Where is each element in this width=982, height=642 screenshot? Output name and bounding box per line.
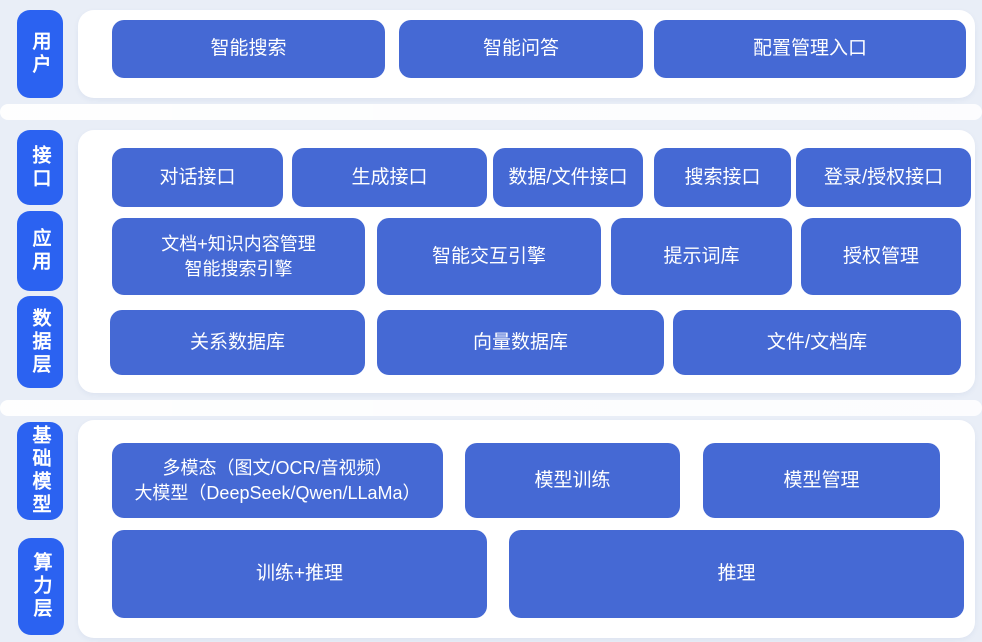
layer-label-application: 应用 (17, 211, 63, 291)
node-intelligent-interaction-engine: 智能交互引擎 (377, 218, 601, 295)
node-label-line1: 文档+知识内容管理 (161, 234, 316, 255)
node-intelligent-qa: 智能问答 (399, 20, 643, 78)
node-generation-api: 生成接口 (292, 148, 487, 207)
node-multimodal-large-model: 多模态（图文/OCR/音视频） 大模型（DeepSeek/Qwen/LLaMa） (112, 443, 443, 518)
node-prompt-library: 提示词库 (611, 218, 792, 295)
node-file-document-store: 文件/文档库 (673, 310, 961, 375)
node-intelligent-search: 智能搜索 (112, 20, 385, 78)
node-authorization-management: 授权管理 (801, 218, 961, 295)
node-dialog-api: 对话接口 (112, 148, 283, 207)
node-config-management-entry: 配置管理入口 (654, 20, 966, 78)
layer-label-foundation-model: 基础模型 (17, 422, 63, 520)
node-doc-knowledge-search-engine: 文档+知识内容管理 智能搜索引擎 (112, 218, 365, 295)
interface-application-data-panel: 对话接口 生成接口 数据/文件接口 搜索接口 登录/授权接口 文档+知识内容管理… (78, 130, 975, 393)
node-login-auth-api: 登录/授权接口 (796, 148, 971, 207)
background-stripe (0, 104, 982, 120)
node-data-file-api: 数据/文件接口 (493, 148, 643, 207)
layer-label-data-layer: 数据层 (17, 296, 63, 388)
node-model-training: 模型训练 (465, 443, 680, 518)
layer-label-interface: 接口 (17, 130, 63, 205)
user-layer-panel: 智能搜索 智能问答 配置管理入口 (78, 10, 975, 98)
node-label-line1: 多模态（图文/OCR/音视频） (162, 458, 393, 479)
node-inference: 推理 (509, 530, 964, 618)
layer-label-user: 用户 (17, 10, 63, 98)
node-label-line2: 大模型（DeepSeek/Qwen/LLaMa） (134, 482, 421, 503)
node-model-management: 模型管理 (703, 443, 940, 518)
layer-label-compute-layer: 算力层 (18, 538, 64, 635)
foundation-model-compute-panel: 多模态（图文/OCR/音视频） 大模型（DeepSeek/Qwen/LLaMa）… (78, 420, 975, 638)
node-vector-database: 向量数据库 (377, 310, 664, 375)
node-label-line2: 智能搜索引擎 (184, 258, 293, 279)
node-training-plus-inference: 训练+推理 (112, 530, 487, 618)
background-stripe (0, 400, 982, 416)
node-search-api: 搜索接口 (654, 148, 791, 207)
node-relational-database: 关系数据库 (110, 310, 365, 375)
